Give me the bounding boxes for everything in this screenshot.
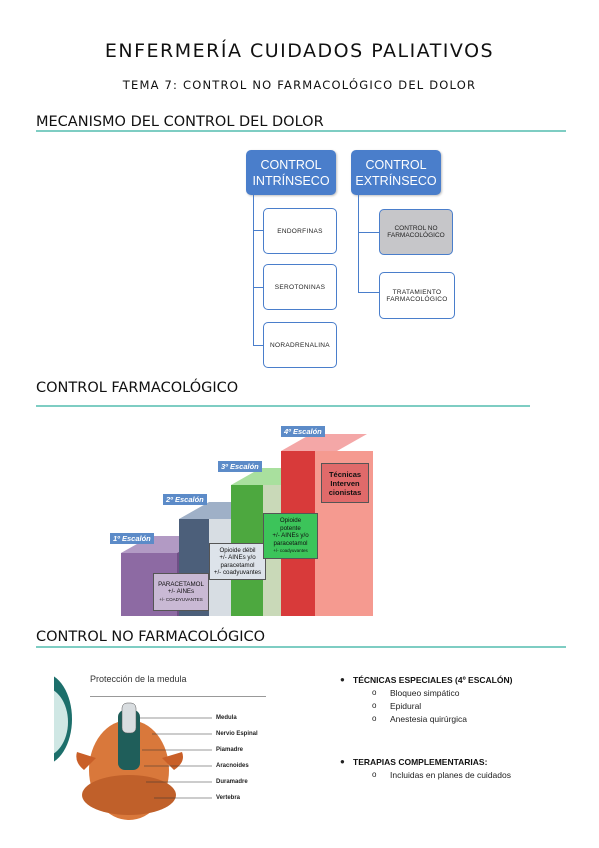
label-aracnoides: Aracnoides [216, 763, 249, 769]
label-nervio-espinal: Nervio Espinal [216, 731, 258, 737]
intrinseco-line2: INTRÍNSECO [252, 173, 330, 188]
step-line: Técnicas [328, 469, 362, 479]
spinal-cord-diagram: Protección de la medula Medula Nervio Es… [54, 665, 269, 825]
sub-bullet: Bloqueo simpático [390, 688, 460, 698]
item-control-no-farmacologico: CONTROL NO FARMACOLÓGICO [379, 209, 453, 255]
label-piamadre: Piamadre [216, 747, 244, 753]
decor-light-circle [54, 687, 68, 757]
vertebra-lower [82, 775, 176, 815]
step-line: +/- AINEs y/o [272, 532, 309, 540]
connector-line [358, 195, 359, 292]
bullet-title: TÉCNICAS ESPECIALES (4º ESCALÓN) [353, 675, 513, 685]
connector-line [253, 230, 263, 231]
item-noradrenalina: NORADRENALINA [263, 322, 337, 368]
section-rule [36, 405, 530, 407]
connector-line [253, 345, 263, 346]
step2-text: Opioide débil +/- AINEs y/o paracetamol … [209, 543, 266, 580]
item-serotoninas: SEROTONINAS [263, 264, 337, 310]
bullet-tecnicas: ● TÉCNICAS ESPECIALES (4º ESCALÓN) o Bloq… [340, 675, 512, 727]
section-rule [36, 646, 566, 648]
label-vertebra: Vertebra [216, 795, 241, 801]
item-tratamiento-farmacologico: TRATAMIENTO FARMACOLÓGICO [379, 272, 455, 319]
control-extrinseco-box: CONTROL EXTRÍNSECO [351, 150, 441, 195]
step-line: Opioide [279, 517, 302, 525]
step4-label: 4º Escalón [281, 426, 325, 437]
item-line: TRATAMIENTO [392, 288, 442, 296]
diagram-rule [90, 696, 266, 697]
sub-bullet-marker: o [372, 770, 377, 779]
vertebra-process-left [76, 752, 96, 770]
step-line: cionistas [328, 487, 362, 497]
sub-bullet-marker: o [372, 714, 377, 723]
step-line: +/- COADYUVANTES [159, 596, 203, 602]
label-medula: Medula [216, 715, 237, 721]
extrinseco-line1: CONTROL [365, 157, 427, 172]
step-line: potente [280, 524, 301, 532]
step-line: paracetamol [273, 539, 308, 547]
connector-line [358, 232, 379, 233]
sub-bullet-marker: o [372, 688, 377, 697]
page-title: ENFERMERÍA CUIDADOS PALIATIVOS [104, 40, 495, 62]
connector-line [358, 292, 379, 293]
sub-bullet: Anestesia quirúrgica [390, 714, 468, 724]
step-line: Interven [330, 478, 360, 488]
bullet-terapias: ● TERAPIAS COMPLEMENTARIAS: o Incluidas e… [340, 757, 511, 783]
vertebra-process-right [162, 752, 183, 770]
item-line: FARMACOLÓGICO [387, 232, 445, 239]
step-line: +/- coadyuvantes [213, 569, 262, 576]
sub-bullet: Incluidas en planes de cuidados [390, 770, 511, 780]
control-intrinseco-box: CONTROL INTRÍNSECO [246, 150, 336, 195]
step3-text: Opioide potente +/- AINEs y/o paracetamo… [263, 513, 318, 559]
item-line: FARMACOLÓGICO [386, 295, 448, 303]
analgesic-ladder [121, 434, 373, 616]
step-line: PARACETAMOL [158, 580, 204, 588]
step-line: +/- coadyuvantes [273, 548, 308, 554]
section-heading-no-farmacologico: CONTROL NO FARMACOLÓGICO [36, 629, 266, 645]
sub-bullet: Epidural [390, 701, 422, 711]
bullet-dot: ● [340, 757, 345, 766]
page-subtitle: TEMA 7: CONTROL NO FARMACOLÓGICO DEL DOL… [122, 78, 477, 92]
connector-line [253, 287, 263, 288]
section-rule [36, 130, 566, 132]
step2-label: 2º Escalón [163, 494, 207, 505]
section-heading-mechanism: MECANISMO DEL CONTROL DEL DOLOR [36, 114, 324, 130]
step-line: +/- AINEs y/o [219, 554, 256, 561]
step3-label: 3º Escalón [218, 461, 262, 472]
medula-cord [121, 702, 137, 734]
step-line: +/- AINEs [167, 588, 195, 596]
intrinseco-line1: CONTROL [260, 157, 322, 172]
section-heading-farmacologico: CONTROL FARMACOLÓGICO [36, 380, 239, 396]
step4-top [281, 434, 367, 451]
item-line: CONTROL NO [394, 225, 438, 232]
vertebra-illustration [76, 702, 212, 820]
step4-text: Técnicas Interven cionistas [321, 463, 369, 503]
step-line: paracetamol [220, 561, 255, 569]
step1-label: 1º Escalón [110, 533, 154, 544]
item-endorfinas: ENDORFINAS [263, 208, 337, 254]
step1-text: PARACETAMOL +/- AINEs +/- COADYUVANTES [153, 573, 209, 611]
step-line: Opioide débil [219, 546, 256, 554]
bullet-title: TERAPIAS COMPLEMENTARIAS: [353, 757, 488, 767]
bullet-dot: ● [340, 675, 345, 684]
diagram-title: Protección de la medula [90, 674, 187, 684]
sub-bullet-marker: o [372, 701, 377, 710]
label-duramadre: Duramadre [216, 779, 248, 785]
extrinseco-line2: EXTRÍNSECO [355, 173, 437, 188]
connector-line [253, 195, 254, 345]
